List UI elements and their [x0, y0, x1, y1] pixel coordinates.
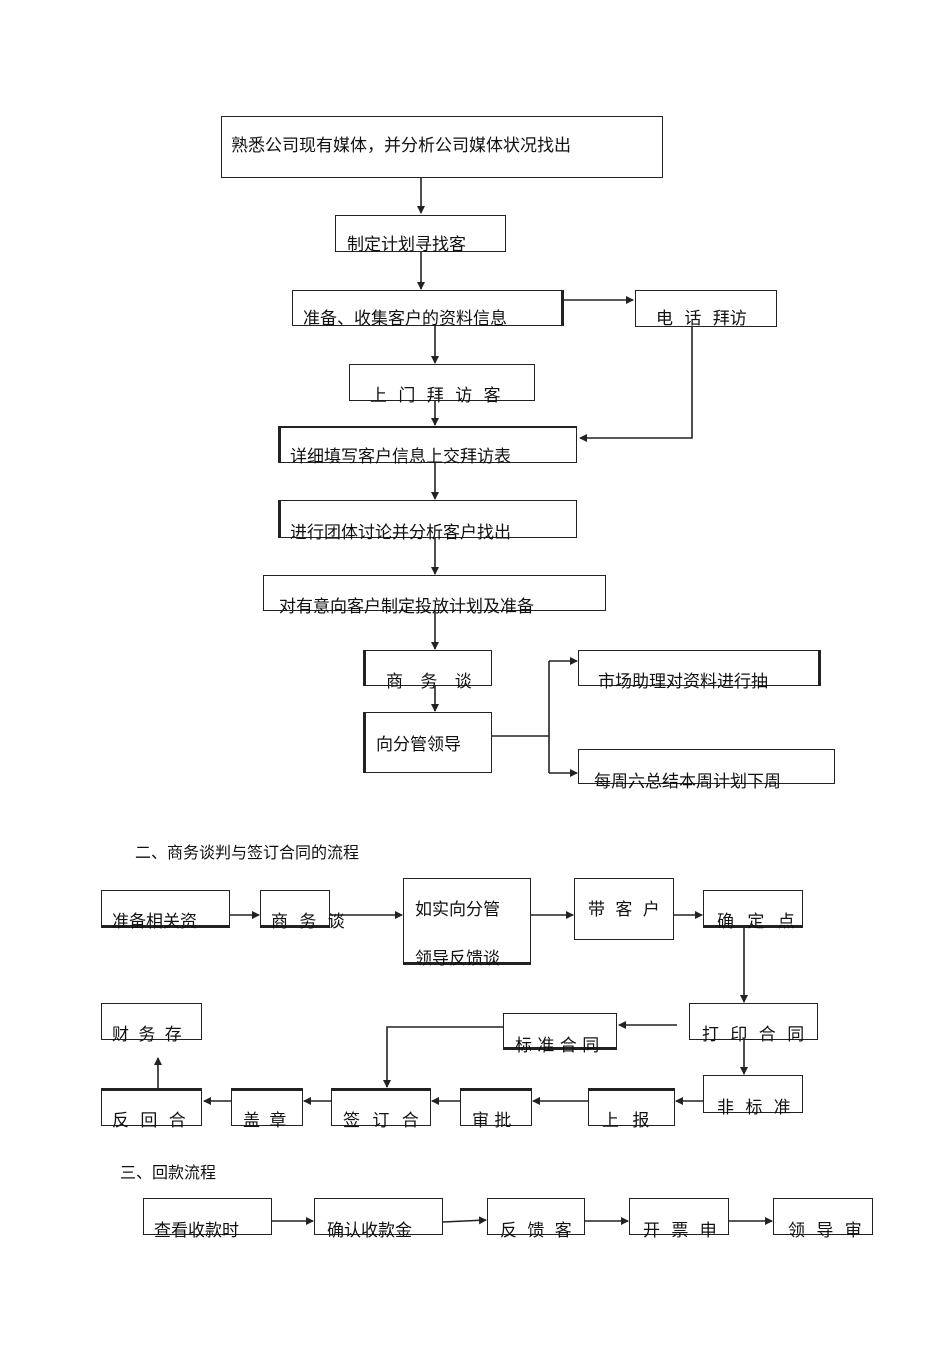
step-nonstandard: [703, 1075, 803, 1113]
step-feedback-leader-line2: 领导反馈谈: [415, 949, 500, 969]
step-fill-form-label: 详细填写客户信息上交拜访表: [290, 447, 511, 467]
step-check-payment-time-label: 查看收款时: [154, 1221, 239, 1241]
step-stamp-label: 盖 章: [243, 1111, 287, 1131]
step-report-leader-label: 向分管领导: [376, 735, 461, 755]
step-prepare-materials: [101, 890, 230, 928]
step-assistant-check: [578, 650, 821, 686]
step-feedback-leader: [403, 878, 531, 965]
step-prepare-materials-label: 准备相关资: [112, 912, 197, 932]
step-report-label: 上 报: [602, 1111, 650, 1131]
step-feedback-client: [487, 1198, 585, 1235]
step-approve-label: 审 批: [472, 1111, 512, 1131]
step-confirm-amount: [314, 1198, 443, 1235]
step-bring-client: [574, 878, 674, 940]
section-heading-contract: 二、商务谈判与签订合同的流程: [135, 843, 360, 862]
step-fill-form: [278, 426, 577, 463]
step-collect-info-label: 准备、收集客户的资料信息: [303, 309, 507, 329]
step-standard-contract-label: 标 准 合 同: [515, 1036, 600, 1056]
step-negotiate: [260, 890, 330, 928]
step-phone-visit-label: 电 话 拜访: [656, 309, 747, 329]
step-placement-plan: [263, 575, 606, 611]
step-report-leader: [363, 712, 492, 773]
step-confirm-label: 确 定 点: [717, 912, 795, 932]
step-return-contract: [101, 1088, 202, 1126]
step-team-discussion: [278, 500, 577, 538]
step-placement-plan-label: 对有意向客户制定投放计划及准备: [279, 597, 534, 617]
step-sign-contract: [331, 1088, 431, 1126]
step-leader-review: [773, 1198, 873, 1235]
step-finance-archive: [101, 1003, 202, 1040]
step-feedback-leader-line1: 如实向分管: [415, 900, 500, 920]
step-return-contract-label: 反 回 合: [112, 1111, 186, 1131]
step-negotiation: [363, 650, 492, 686]
step-door-visit-label: 上 门 拜 访 客: [370, 386, 501, 406]
step-collect-info: [292, 290, 564, 326]
step-stamp: [231, 1088, 303, 1126]
step-standard-contract: [503, 1013, 617, 1050]
step-weekly-summary-label: 每周六总结本周计划下周: [594, 772, 781, 792]
step-sign-contract-label: 签 订 合: [343, 1111, 419, 1131]
step-make-plan-label: 制定计划寻找客: [347, 235, 466, 255]
step-confirm: [703, 890, 803, 928]
step-make-plan: [335, 215, 506, 252]
step-team-discussion-label: 进行团体讨论并分析客户找出: [290, 523, 511, 543]
step-phone-visit: [635, 290, 777, 327]
step-report: [588, 1088, 675, 1126]
step-negotiation-label: 商 务 谈: [386, 672, 472, 692]
step-check-payment-time: [143, 1198, 272, 1235]
step-weekly-summary: [578, 749, 835, 784]
step-negotiate-label: 商 务 谈: [271, 912, 345, 932]
step-nonstandard-label: 非 标 准: [717, 1098, 791, 1118]
step-confirm-amount-label: 确认收款金: [327, 1221, 412, 1241]
step-invoice-request: [629, 1198, 729, 1235]
step-leader-review-label: 领 导 审: [788, 1221, 862, 1241]
step-door-visit: [349, 364, 535, 401]
step-finance-archive-label: 财 务 存: [112, 1025, 182, 1045]
step-print-contract: [689, 1003, 818, 1040]
step-approve: [460, 1088, 532, 1126]
step-assistant-check-label: 市场助理对资料进行抽: [598, 672, 768, 692]
step-familiarize-media: [221, 116, 663, 178]
step-invoice-request-label: 开 票 申: [643, 1221, 717, 1241]
step-familiarize-media-label: 熟悉公司现有媒体，并分析公司媒体状况找出: [231, 136, 571, 156]
section-heading-payment: 三、回款流程: [120, 1163, 217, 1182]
step-bring-client-label: 带 客 户: [588, 900, 660, 920]
step-print-contract-label: 打 印 合 同: [702, 1025, 805, 1045]
step-feedback-client-label: 反 馈 客: [500, 1221, 572, 1241]
